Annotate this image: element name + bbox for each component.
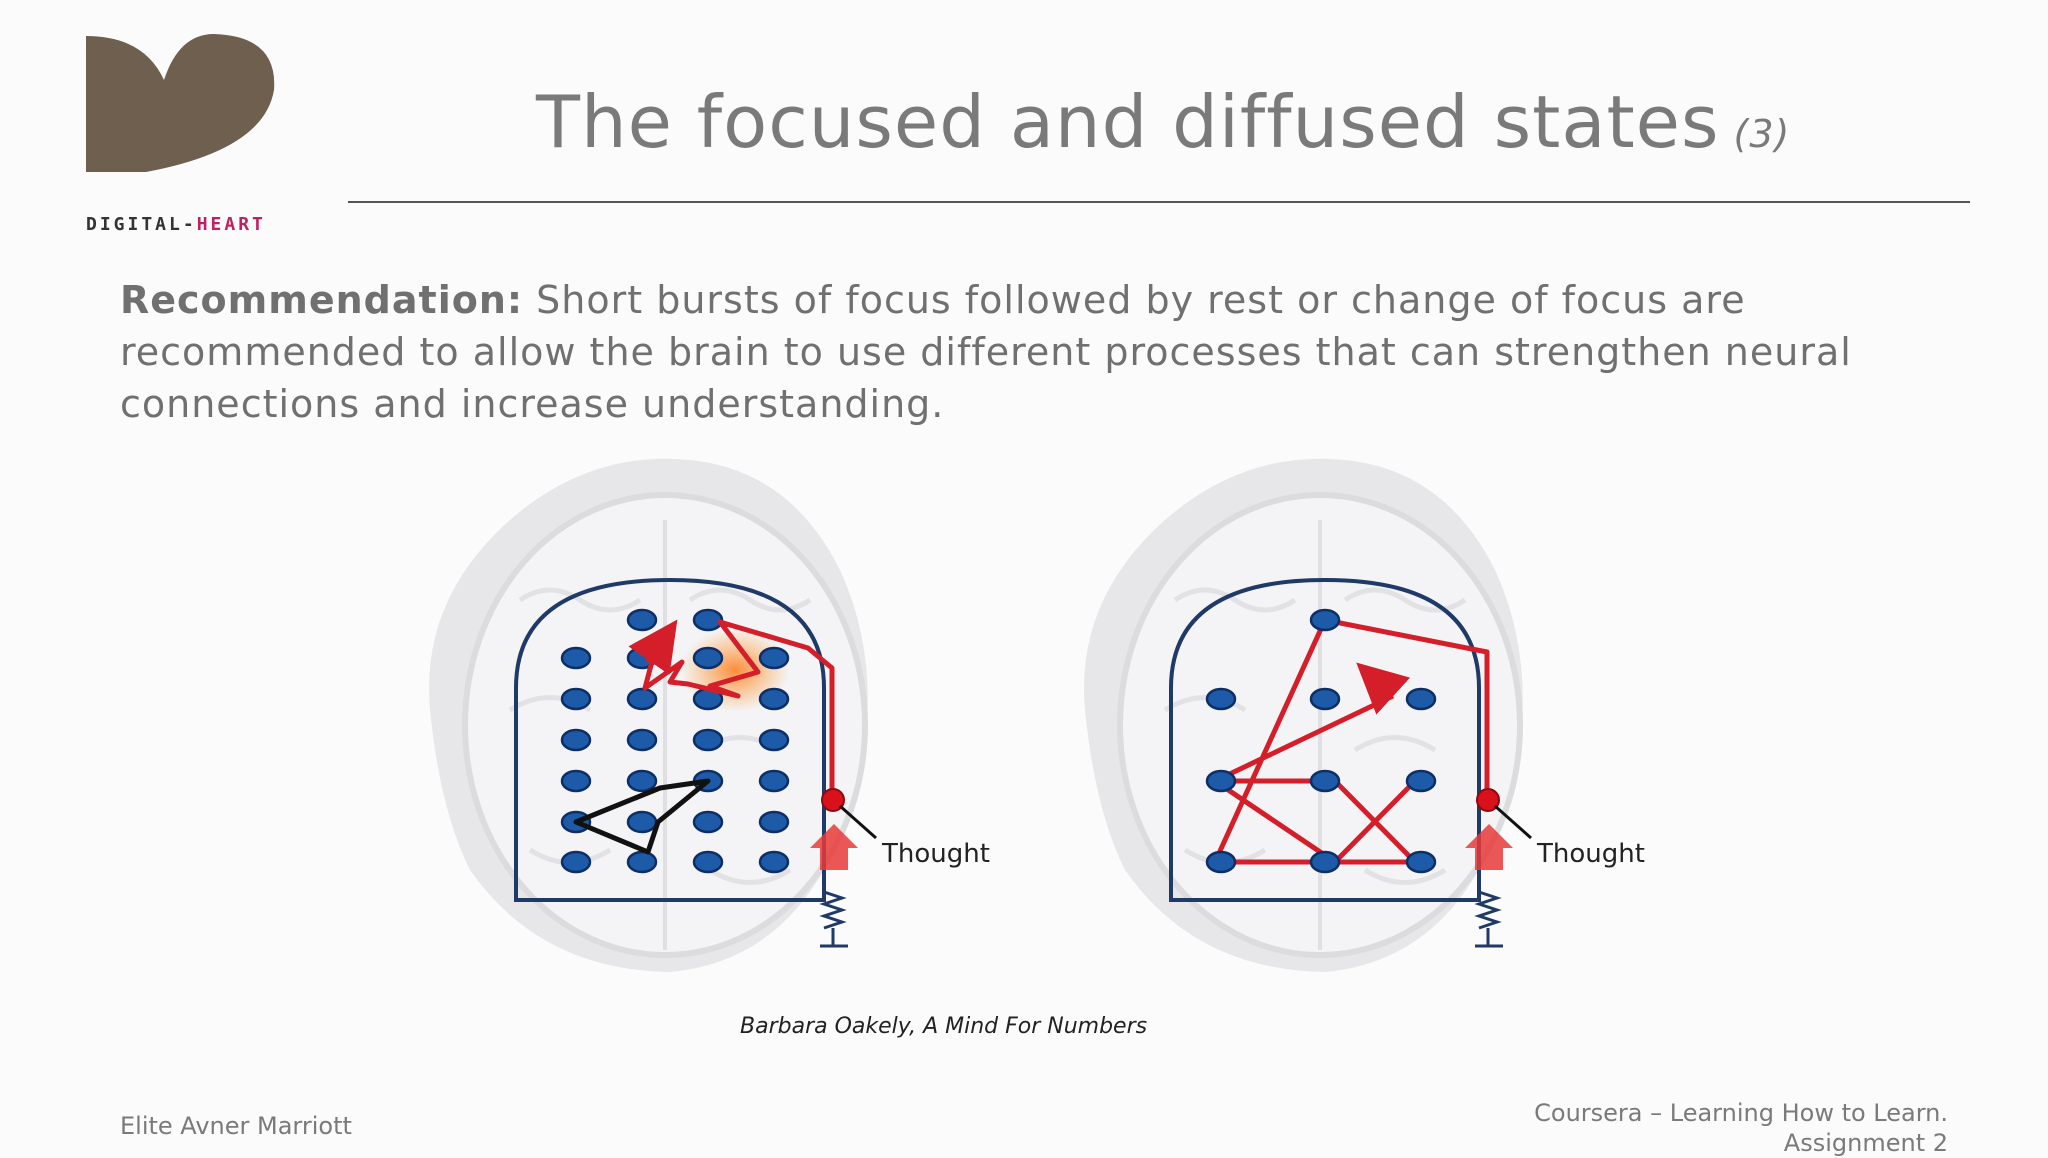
dot	[694, 852, 722, 872]
dot	[562, 852, 590, 872]
dot	[562, 648, 590, 668]
logo-text-digital: DIGITAL-	[86, 214, 197, 235]
diffused-brain: Thought	[1084, 459, 1645, 972]
dot	[694, 610, 722, 630]
dot	[628, 610, 656, 630]
slide-title: The focused and diffused states (3)	[536, 80, 1790, 164]
dot	[628, 852, 656, 872]
recommendation-paragraph: Recommendation: Short bursts of focus fo…	[120, 274, 1950, 430]
dot	[1311, 610, 1339, 630]
dot	[1407, 852, 1435, 872]
dot	[694, 730, 722, 750]
dot	[760, 812, 788, 832]
logo: DIGITAL-HEART	[84, 30, 284, 210]
dot	[1311, 852, 1339, 872]
dot	[628, 689, 656, 709]
dot	[1407, 771, 1435, 791]
figure-caption: Barbara Oakely, A Mind For Numbers	[740, 1014, 1147, 1039]
dot	[1311, 771, 1339, 791]
brain-diagram: Thought Thought	[420, 450, 1720, 1010]
dot	[1407, 689, 1435, 709]
title-number: (3)	[1734, 112, 1791, 156]
title-divider	[348, 201, 1970, 203]
dot	[562, 689, 590, 709]
dot	[760, 730, 788, 750]
focused-brain: Thought	[429, 459, 990, 972]
dot	[1311, 689, 1339, 709]
dot	[760, 689, 788, 709]
dot	[760, 852, 788, 872]
recommendation-label: Recommendation:	[120, 278, 523, 322]
dot	[562, 730, 590, 750]
dot	[1207, 689, 1235, 709]
dot	[694, 648, 722, 668]
logo-text-heart: HEART	[197, 214, 266, 235]
thought-label: Thought	[1536, 839, 1645, 869]
dot	[694, 812, 722, 832]
thought-label: Thought	[881, 839, 990, 869]
dot	[760, 648, 788, 668]
dot	[628, 771, 656, 791]
dot	[1207, 771, 1235, 791]
dot	[1207, 852, 1235, 872]
dot	[628, 812, 656, 832]
dot	[562, 771, 590, 791]
footer-course: Coursera – Learning How to Learn. Assign…	[1528, 1098, 1948, 1158]
dot	[760, 771, 788, 791]
dot	[628, 730, 656, 750]
logo-text: DIGITAL-HEART	[86, 214, 266, 235]
title-text: The focused and diffused states	[536, 80, 1720, 164]
footer-author: Elite Avner Marriott	[120, 1112, 352, 1140]
heart-logo-icon	[84, 30, 278, 176]
